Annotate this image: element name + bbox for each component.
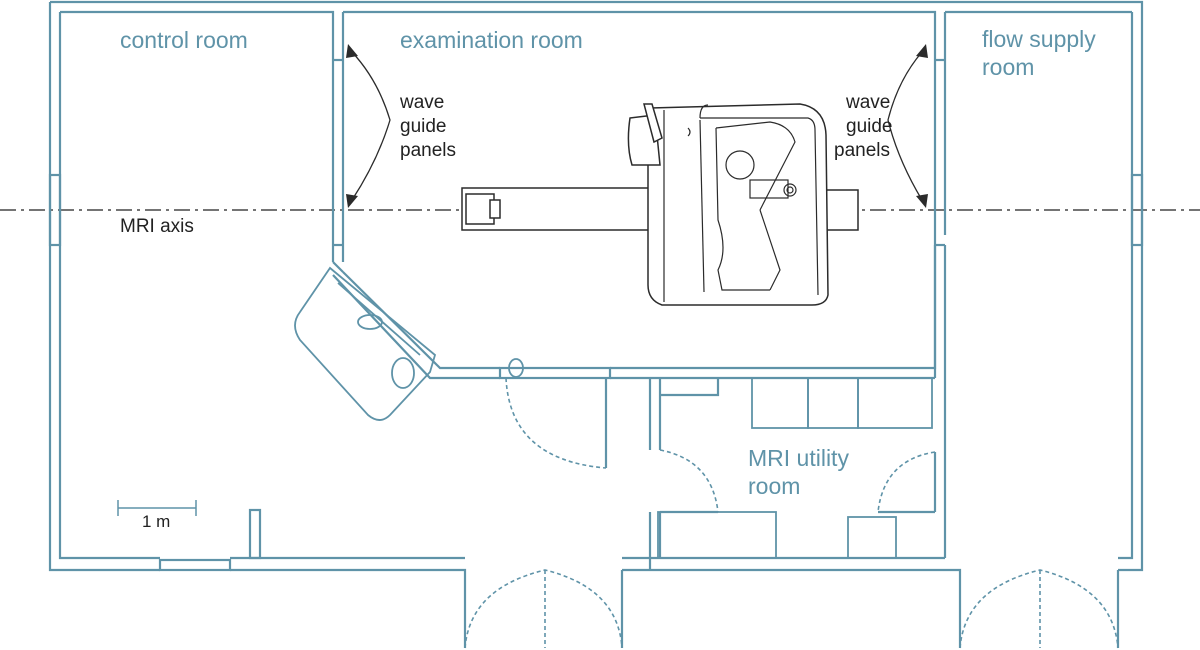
waveguide-label-left-3: panels [400, 140, 456, 161]
waveguide-label-right-2: guide [846, 116, 893, 137]
waveguide-arrows-left [346, 44, 391, 208]
exterior-door-left [464, 569, 623, 649]
examination-room-label: examination room [400, 27, 583, 53]
waveguide-label-left-2: guide [400, 116, 447, 137]
control-window-console [294, 266, 437, 421]
utility-room-label-line1: MRI utility [748, 445, 849, 471]
utility-room-label-line2: room [748, 473, 800, 499]
scale-label: 1 m [142, 512, 170, 531]
flow-supply-room-label-line2: room [982, 54, 1034, 80]
control-exam-wall [60, 10, 345, 273]
flow-supply-room-label-line1: flow supply [982, 26, 1096, 52]
control-room-label: control room [120, 27, 248, 53]
exam-bottom-wall [332, 271, 500, 380]
waveguide-label-right-1: wave [845, 92, 890, 113]
exterior-door-right [959, 569, 1119, 649]
waveguide-label-left-1: wave [399, 92, 444, 113]
wall-stub [248, 508, 262, 560]
waveguide-label-right-3: panels [834, 140, 890, 161]
utility-room-walls [648, 377, 947, 570]
mri-axis-label: MRI axis [120, 216, 194, 237]
outer-walls [48, 0, 1144, 648]
waveguide-arrows-right [887, 44, 928, 208]
mri-scanner [461, 103, 859, 306]
scale-bar [117, 500, 197, 516]
exam-door [498, 358, 612, 469]
